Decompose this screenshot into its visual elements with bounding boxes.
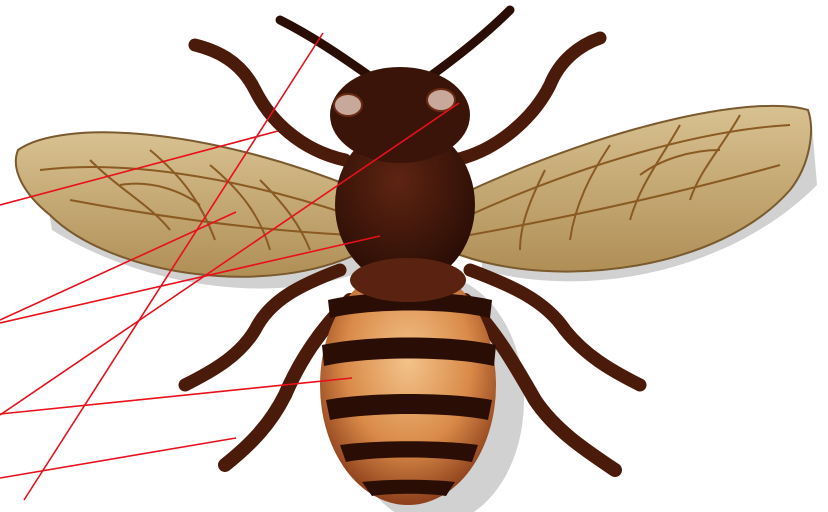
head-shape (330, 67, 470, 163)
eye-left (334, 94, 362, 116)
leader-line-leg-hind (0, 438, 236, 478)
petiole-shape (350, 258, 466, 302)
leader-line-abdomen (0, 378, 352, 414)
leg-front-left (195, 45, 345, 160)
leg-front-right (455, 38, 600, 160)
